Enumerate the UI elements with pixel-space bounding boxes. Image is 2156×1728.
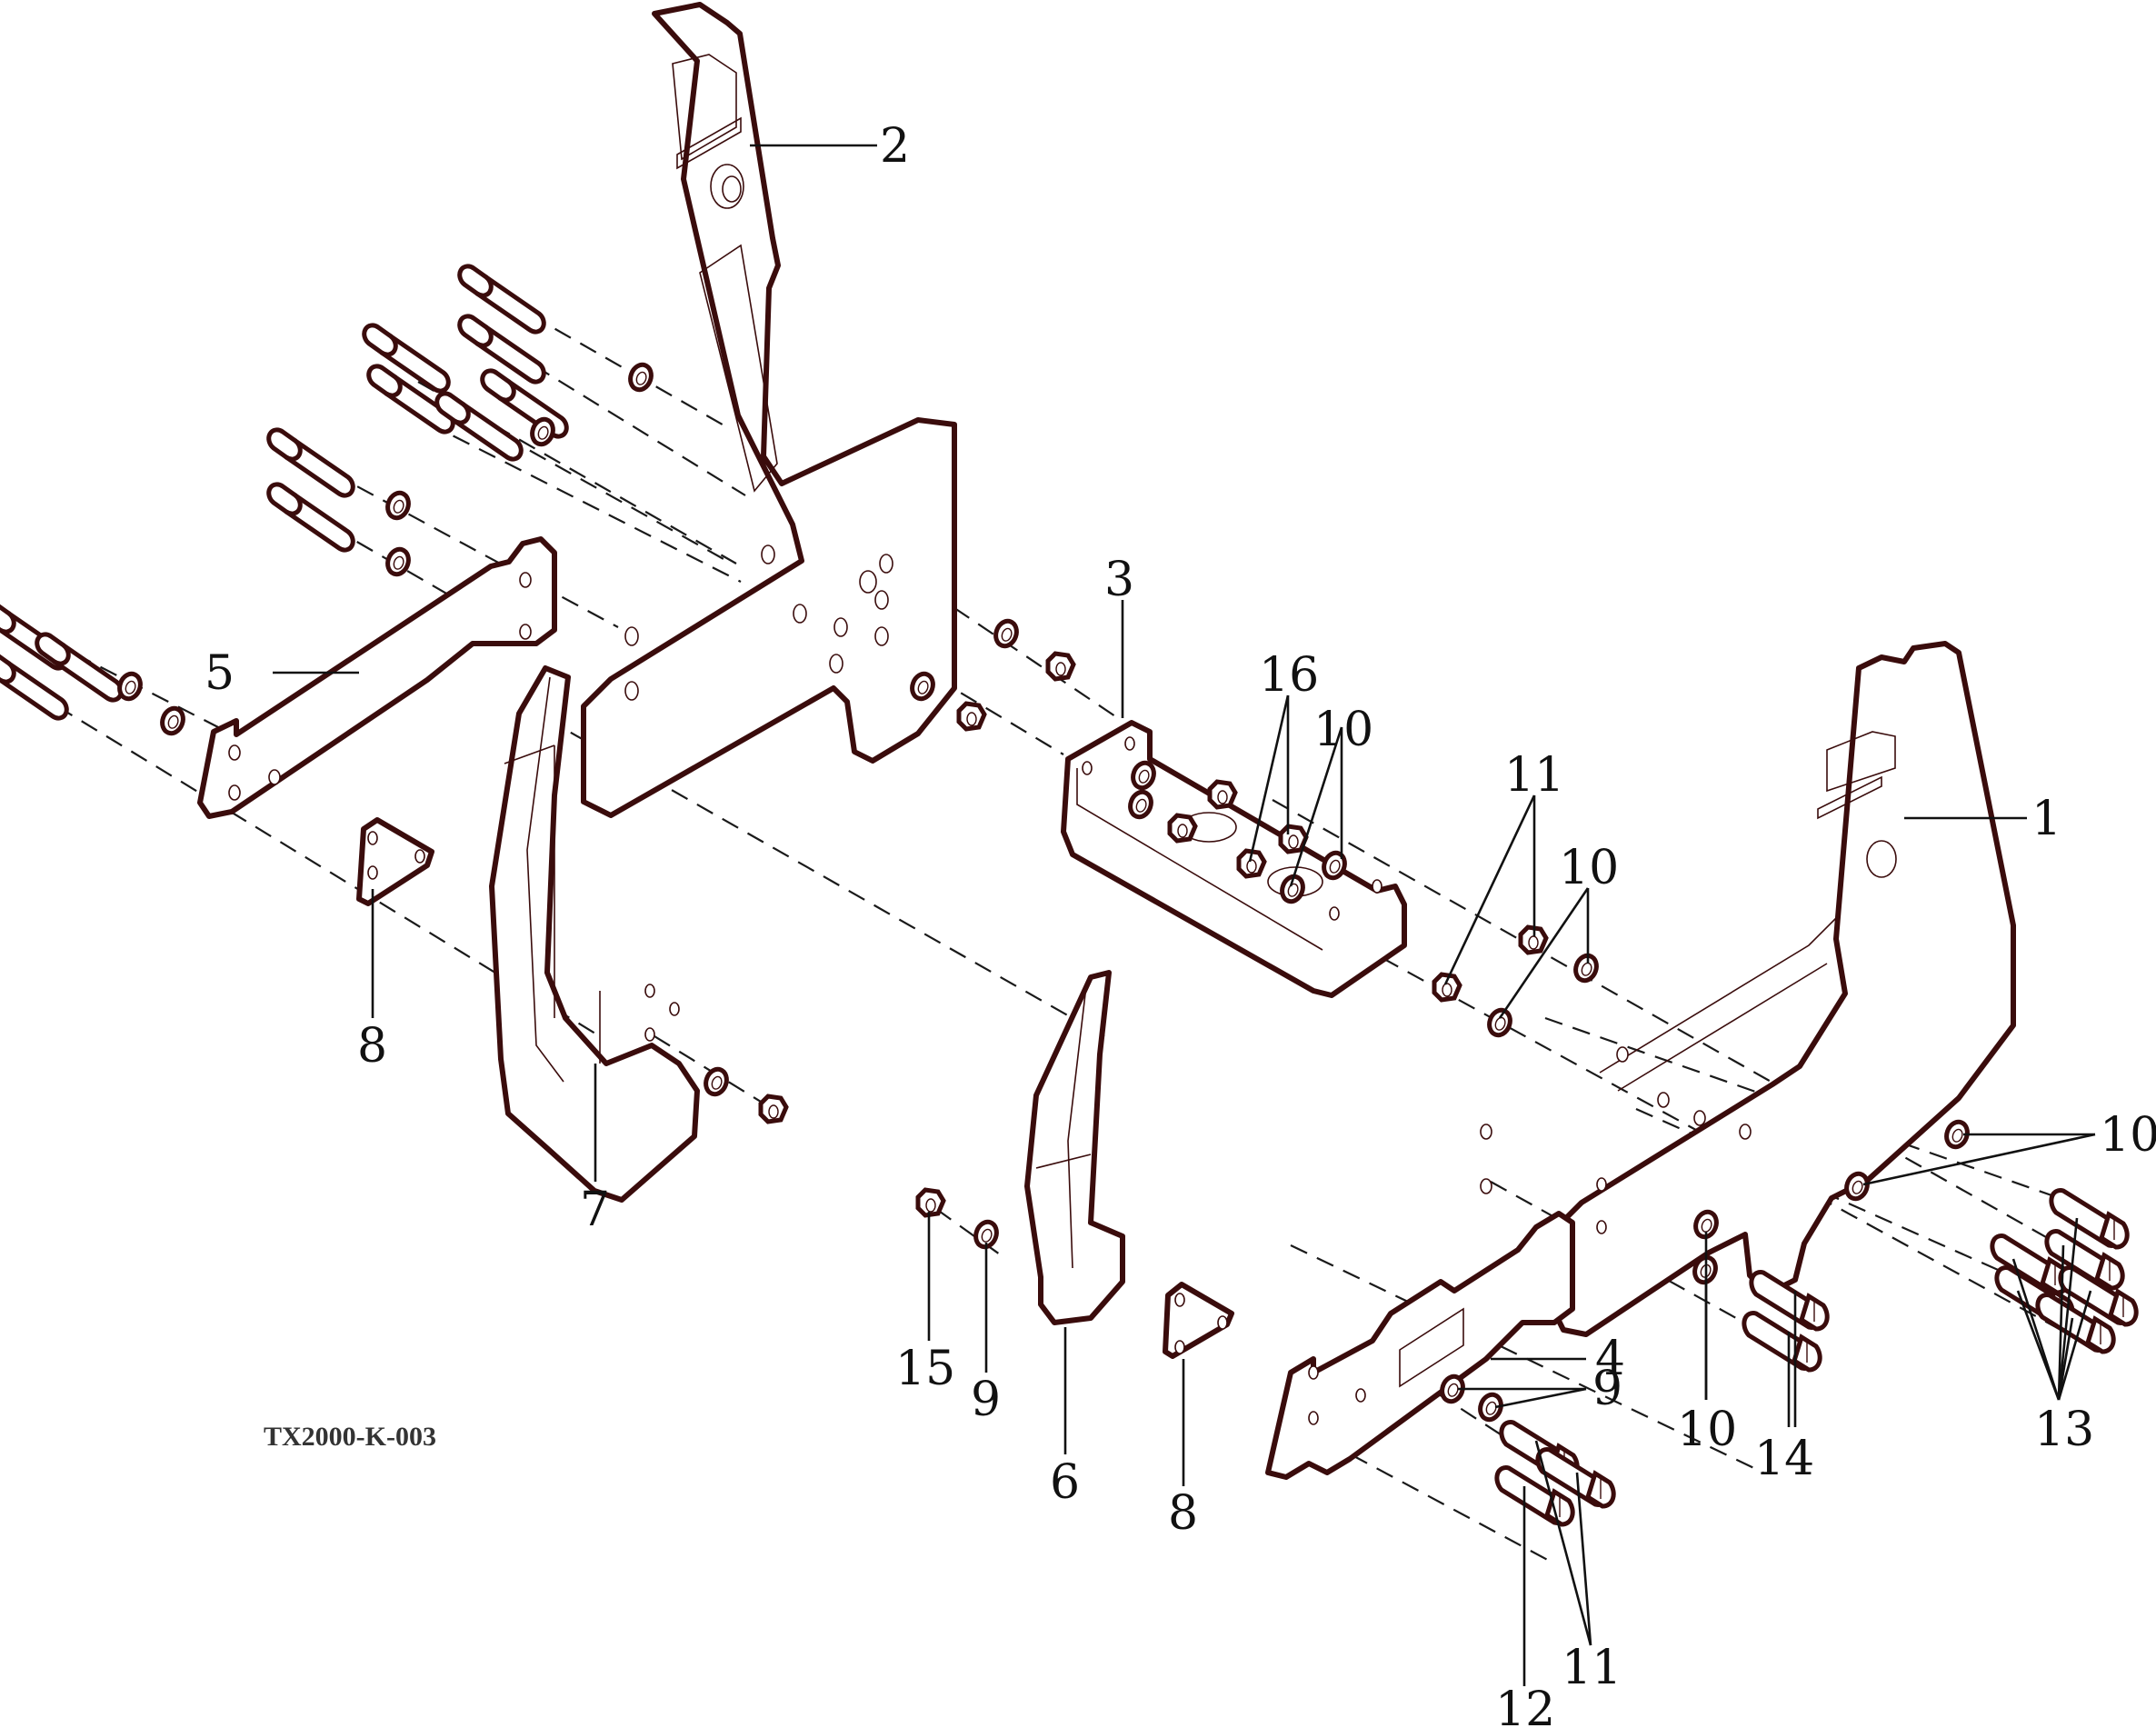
callout-11-bottom: 11	[1562, 1641, 1622, 1695]
callout-7: 7	[580, 1183, 610, 1237]
callout-16: 16	[1259, 648, 1319, 703]
callout-15: 15	[895, 1342, 955, 1396]
callout-14: 14	[1754, 1432, 1814, 1486]
washer-hardware-10	[1486, 1007, 1513, 1038]
washer-hardware-10	[1572, 953, 1600, 984]
callout-2: 2	[880, 119, 910, 174]
part-2-left-frame-bracket[interactable]	[581, 2, 957, 818]
nut-hardware	[1048, 654, 1073, 679]
washer-hardware	[159, 705, 186, 736]
callout-10-right: 10	[2100, 1108, 2156, 1163]
part-3-center-channel-bracket[interactable]	[1061, 720, 1407, 998]
callout-10-mid: 10	[1559, 841, 1619, 895]
washer-hardware	[384, 546, 412, 577]
nut-hardware-15	[918, 1190, 943, 1215]
nut-hardware	[761, 1096, 786, 1122]
callout-5: 5	[205, 646, 235, 701]
hardware	[0, 266, 2136, 1524]
washer-hardware	[116, 671, 144, 702]
part-8-triangular-spacer-left[interactable]	[356, 817, 434, 906]
washer-hardware	[384, 490, 412, 521]
nut-hardware	[1210, 782, 1235, 807]
washer-hardware	[627, 362, 654, 393]
leader-lines	[273, 144, 2096, 1686]
nut-hardware	[959, 704, 984, 729]
callout-4: 4	[1595, 1332, 1625, 1386]
callout-13: 13	[2034, 1403, 2094, 1457]
callout-11-center: 11	[1504, 748, 1564, 803]
callout-3: 3	[1104, 553, 1134, 607]
callout-8-right: 8	[1168, 1486, 1198, 1541]
callout-10-center: 10	[1313, 703, 1373, 757]
washer-hardware	[993, 618, 1020, 649]
callout-9-left: 9	[971, 1373, 1001, 1427]
callout-10-bottom: 10	[1677, 1403, 1737, 1457]
callout-1: 1	[2031, 792, 2061, 846]
nut-hardware	[1170, 815, 1195, 841]
part-4-right-support-arm[interactable]	[1265, 1177, 1607, 1480]
callout-6: 6	[1050, 1455, 1080, 1510]
part-6-right-curved-plate[interactable]	[1024, 970, 1125, 1325]
callout-9-right: 9	[1592, 1362, 1622, 1416]
part-7-left-curved-plate[interactable]	[489, 665, 700, 1203]
callout-labels: 2 1 3 5 8 7 6 8 4 16 10 11 10 10 15 9 9 …	[205, 119, 2156, 1728]
callout-12: 12	[1495, 1683, 1555, 1728]
washer-hardware	[703, 1066, 730, 1097]
callout-8-left: 8	[357, 1019, 387, 1074]
part-5-left-support-arm[interactable]	[197, 536, 557, 819]
drawing-code: TX2000-K-003	[264, 1422, 436, 1452]
part-8-triangular-spacer-right[interactable]	[1163, 1282, 1234, 1359]
